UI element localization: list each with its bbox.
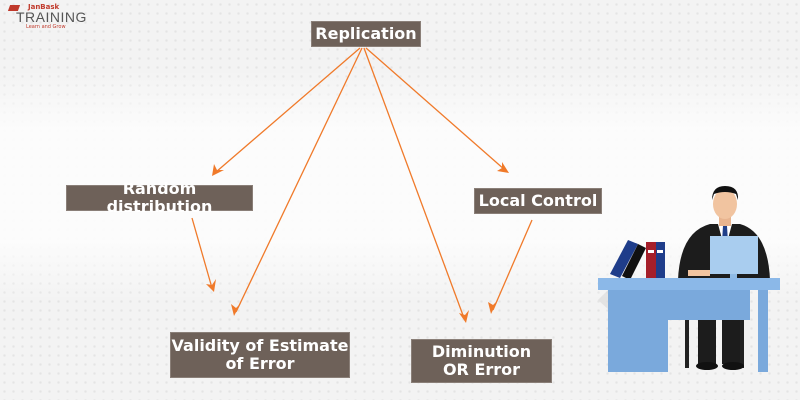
edge-replication-diminution [363, 47, 465, 319]
node-diminution-line2: OR Error [442, 360, 521, 379]
node-validity-of-estimate: Validity of Estimate of Error [170, 332, 350, 378]
businessman-at-desk-illustration [598, 186, 780, 372]
node-diminution-line1: Diminution [431, 341, 532, 361]
logo-tagline: Learn and Grow [26, 24, 66, 30]
edge-replication-local [365, 47, 506, 171]
chair-leg [740, 320, 744, 368]
node-local-control: Local Control [474, 188, 602, 214]
node-diminution-error: Diminution OR Error [411, 339, 552, 383]
node-validity-line1: Validity of Estimate [171, 335, 349, 355]
node-local-control-label: Local Control [478, 190, 598, 210]
edge-replication-validity [235, 47, 363, 313]
binders-icon [610, 240, 665, 280]
arrowhead-icon [488, 300, 498, 314]
hands [688, 270, 710, 276]
node-validity-line2: of Error [225, 354, 295, 373]
node-random-distribution-label: Random distribution [106, 178, 213, 216]
chair-leg [685, 320, 689, 368]
logo-name: TRAINING [16, 9, 87, 25]
edge-random-validity [191, 217, 213, 289]
arrowhead-icon [212, 164, 224, 176]
edge-local-diminution [492, 219, 533, 311]
node-replication-label: Replication [315, 23, 417, 43]
desk-icon [598, 278, 780, 372]
node-random-distribution: Random distribution [66, 179, 253, 216]
edge-replication-random [215, 47, 361, 173]
node-replication: Replication [311, 21, 421, 47]
janbask-logo: JanBask TRAINING Learn and Grow [6, 3, 86, 31]
arrowhead-icon [459, 310, 469, 323]
arrowhead-icon [206, 279, 216, 292]
logo-brand: JanBask [28, 3, 60, 11]
arrowhead-icon [497, 162, 509, 173]
arrowhead-icon [231, 303, 241, 316]
monitor-icon [710, 236, 758, 287]
